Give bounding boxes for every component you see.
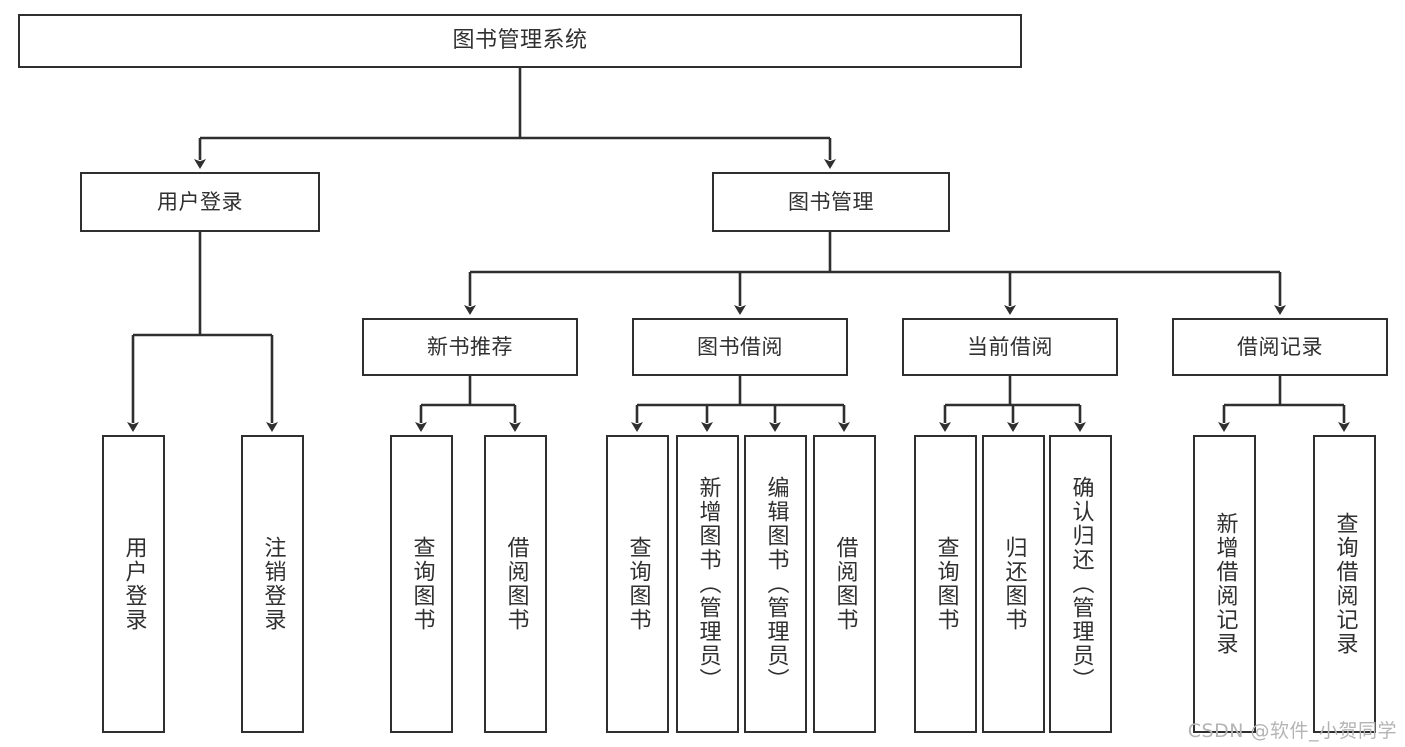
node-label: 图书借阅 — [697, 334, 783, 359]
leaf-recommend-query-book[interactable]: 查询图书 — [390, 435, 453, 733]
leaf-borrow-add-book-admin[interactable]: 新增图书（管理员） — [676, 435, 739, 733]
node-label: 图书管理系统 — [452, 28, 588, 54]
node-label: 查询图书 — [933, 536, 959, 632]
node-label: 用户登录 — [157, 189, 243, 214]
node-label: 归还图书 — [1001, 536, 1027, 632]
watermark-text: CSDN @软件_小贺同学 — [1187, 720, 1397, 742]
node-label: 当前借阅 — [967, 334, 1053, 359]
node-label: 查询图书 — [625, 536, 651, 632]
leaf-record-query-record[interactable]: 查询借阅记录 — [1313, 435, 1376, 733]
node-label: 新书推荐 — [427, 334, 513, 359]
node-label: 新增借阅记录 — [1212, 512, 1238, 656]
leaf-current-query-book[interactable]: 查询图书 — [914, 435, 977, 733]
leaf-borrow-borrow-book[interactable]: 借阅图书 — [813, 435, 876, 733]
node-label: 新增图书（管理员） — [695, 476, 721, 692]
node-root-system[interactable]: 图书管理系统 — [18, 14, 1022, 68]
leaf-user-login-logout[interactable]: 注销登录 — [241, 435, 304, 733]
node-book-management[interactable]: 图书管理 — [712, 172, 950, 232]
node-new-book-recommend[interactable]: 新书推荐 — [362, 318, 578, 376]
node-book-borrow[interactable]: 图书借阅 — [632, 318, 848, 376]
leaf-borrow-query-book[interactable]: 查询图书 — [606, 435, 669, 733]
node-label: 查询图书 — [409, 536, 435, 632]
node-label: 借阅图书 — [503, 536, 529, 632]
node-label: 编辑图书（管理员） — [763, 476, 789, 692]
node-label: 查询借阅记录 — [1332, 512, 1358, 656]
node-current-borrow[interactable]: 当前借阅 — [902, 318, 1118, 376]
node-label: 用户登录 — [121, 536, 147, 632]
node-label: 确认归还（管理员） — [1068, 476, 1094, 692]
node-label: 注销登录 — [260, 536, 286, 632]
node-user-login[interactable]: 用户登录 — [80, 172, 320, 232]
node-borrow-record[interactable]: 借阅记录 — [1172, 318, 1388, 376]
node-label: 图书管理 — [788, 189, 874, 214]
leaf-user-login-login[interactable]: 用户登录 — [102, 435, 165, 733]
leaf-recommend-borrow-book[interactable]: 借阅图书 — [484, 435, 547, 733]
leaf-current-confirm-return-admin[interactable]: 确认归还（管理员） — [1049, 435, 1112, 733]
leaf-record-add-record[interactable]: 新增借阅记录 — [1193, 435, 1256, 733]
leaf-current-return-book[interactable]: 归还图书 — [982, 435, 1045, 733]
node-label: 借阅图书 — [832, 536, 858, 632]
leaf-borrow-edit-book-admin[interactable]: 编辑图书（管理员） — [744, 435, 807, 733]
node-label: 借阅记录 — [1237, 334, 1323, 359]
